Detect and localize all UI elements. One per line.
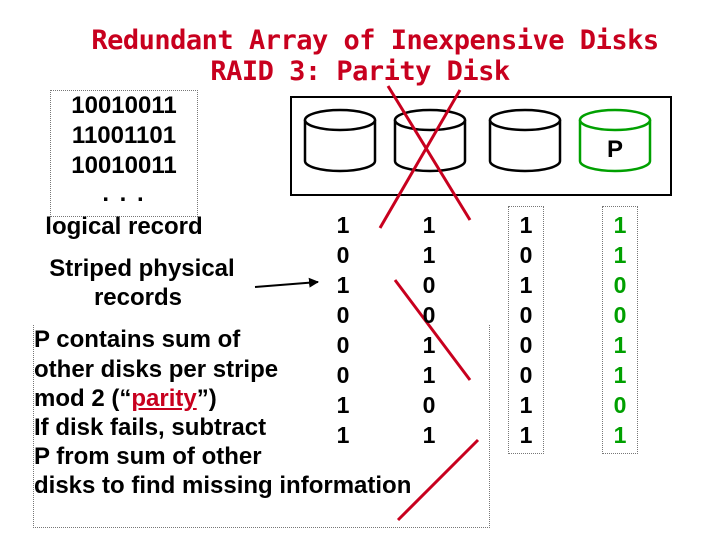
stripe-bit: 1 xyxy=(519,392,533,418)
logical-record-box: 10010011 11001101 10010011 . . . xyxy=(50,90,198,217)
disk-3-bits: 1 0 1 0 0 0 1 1 xyxy=(508,206,544,454)
parity-disk-icon xyxy=(578,108,652,173)
parity-disk-bits: 1 1 0 0 1 1 0 1 xyxy=(602,206,638,454)
description-line-6: disks to find missing information xyxy=(34,472,412,499)
stripe-bit: 1 xyxy=(613,422,627,448)
stripe-bit: 0 xyxy=(422,272,436,298)
stripe-bit: 1 xyxy=(422,242,436,268)
stripe-bit: 1 xyxy=(519,422,533,448)
stripe-bit: 1 xyxy=(422,212,436,238)
record-ellipsis: . . . xyxy=(102,180,146,207)
description-line-5: P from sum of other xyxy=(34,443,262,470)
parity-disk-label: P xyxy=(606,136,623,163)
stripe-bit: 0 xyxy=(519,332,533,358)
disk-2-bits: 1 1 0 0 1 1 0 1 xyxy=(412,210,446,450)
stripe-bit: 1 xyxy=(519,272,533,298)
stripe-bit: 0 xyxy=(336,332,350,358)
striped-label-line-1: Striped physical xyxy=(49,255,235,282)
page-title-line-1: Redundant Array of Inexpensive Disks xyxy=(91,25,659,56)
description-line-1: P contains sum of xyxy=(34,326,241,353)
stripe-bit: 1 xyxy=(336,212,350,238)
stripe-bit: 1 xyxy=(422,332,436,358)
stripe-bit: 0 xyxy=(613,302,627,328)
stripe-bit: 1 xyxy=(336,422,350,448)
stripe-bit: 0 xyxy=(336,242,350,268)
striped-label-line-2: records xyxy=(93,284,183,311)
disk-icon-3 xyxy=(488,108,562,173)
stripe-bit: 1 xyxy=(613,212,627,238)
stripe-bit: 1 xyxy=(422,362,436,388)
description-line-2: other disks per stripe xyxy=(34,356,279,383)
stripe-bit: 0 xyxy=(519,302,533,328)
disk-icon-2 xyxy=(393,108,467,173)
record-bits-3: 10010011 xyxy=(71,152,177,179)
record-bits-1: 10010011 xyxy=(71,92,177,119)
stripe-bit: 0 xyxy=(336,362,350,388)
stripe-bit: 0 xyxy=(519,362,533,388)
disk-1-bits: 1 0 1 0 0 0 1 1 xyxy=(326,210,360,450)
stripe-bit: 0 xyxy=(422,302,436,328)
record-bits-2: 11001101 xyxy=(71,122,177,149)
logical-record-label: logical record xyxy=(45,213,203,240)
stripe-bit: 0 xyxy=(613,392,627,418)
stripe-bit: 1 xyxy=(613,332,627,358)
stripe-bit: 0 xyxy=(422,392,436,418)
disk-icon-1 xyxy=(303,108,377,173)
description-line-3: mod 2 (“parity”) xyxy=(34,385,217,412)
stripe-bit: 0 xyxy=(519,242,533,268)
stripe-bit: 1 xyxy=(336,272,350,298)
stripe-bit: 1 xyxy=(422,422,436,448)
failed-disk-cross xyxy=(378,85,480,522)
stripe-bit: 1 xyxy=(613,242,627,268)
stripe-bit: 0 xyxy=(613,272,627,298)
arrow-right-icon xyxy=(254,277,319,288)
parity-link[interactable]: parity xyxy=(131,385,197,412)
stripe-bit: 1 xyxy=(519,212,533,238)
description-line-4: If disk fails, subtract xyxy=(34,414,267,441)
stripe-bit: 0 xyxy=(336,302,350,328)
stripe-bit: 1 xyxy=(336,392,350,418)
stripe-bit: 1 xyxy=(613,362,627,388)
parity-description: P contains sum of other disks per stripe… xyxy=(33,325,490,528)
page-title-line-2: RAID 3: Parity Disk xyxy=(210,56,510,87)
